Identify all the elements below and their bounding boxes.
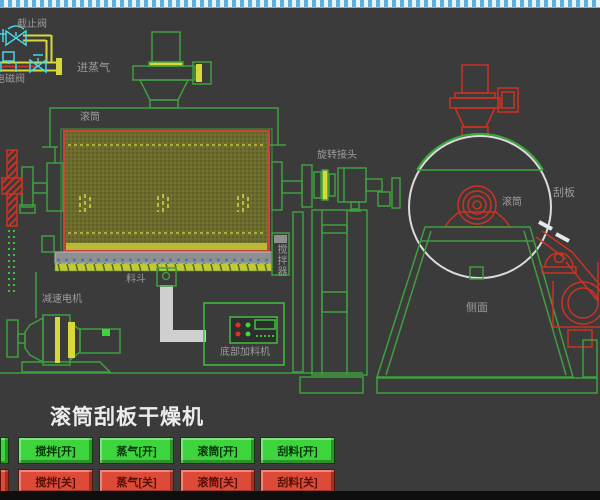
button-steam-off[interactable]: 蒸气[关]	[99, 469, 174, 494]
globe-valve-icon	[29, 54, 47, 74]
steam-pipe	[0, 34, 62, 75]
solenoid-valve-icon	[0, 29, 17, 72]
label-hopper: 料斗	[126, 274, 146, 285]
drive-wheel	[1, 149, 23, 227]
bottom-border	[0, 491, 600, 500]
button-steam-on[interactable]: 蒸气[开]	[99, 437, 174, 464]
label-drum-side: 滚筒	[502, 197, 522, 208]
button-drum-on[interactable]: 滚筒[开]	[180, 437, 255, 464]
side-drum	[408, 132, 552, 279]
label-side-view: 侧面	[466, 302, 488, 314]
drum-front-view	[60, 128, 273, 254]
button-agitator-off[interactable]: 搅拌[关]	[18, 469, 93, 494]
label-scraper-blade: 刮板	[553, 187, 575, 199]
chain-dots	[8, 230, 15, 292]
label-gear-motor: 减速电机	[42, 294, 82, 305]
button-agitator-on[interactable]: 搅拌[开]	[18, 437, 93, 464]
feeder-control-box	[203, 302, 285, 366]
side-base	[376, 339, 598, 394]
hopper-pipe	[156, 267, 206, 342]
label-steam-inlet: 进蒸气	[77, 62, 110, 74]
page-title: 滚筒刮板干燥机	[50, 406, 204, 429]
scraper-blade-marks	[538, 220, 570, 243]
label-agitator: 搅拌器	[275, 244, 286, 277]
label-solenoid-valve: 电磁阀	[0, 74, 25, 85]
button-scrape-on[interactable]: 刮料[开]	[260, 437, 335, 464]
rotary-joint-assembly	[271, 161, 401, 212]
label-drum-front: 滚筒	[80, 112, 100, 123]
label-rotary-joint: 旋转接头	[317, 150, 357, 161]
gear-motor-assembly	[6, 272, 121, 373]
label-bottom-feeder: 底部加料机	[220, 347, 270, 358]
scraper-assembly	[535, 230, 600, 348]
top-feeder	[132, 31, 212, 109]
side-feeder-red	[449, 64, 519, 136]
support-frame	[292, 209, 368, 394]
window-border-stripe	[0, 0, 600, 8]
stop-valve-icon	[5, 25, 27, 47]
label-stop-valve: 截止阀	[17, 19, 47, 30]
button-partial-left-on[interactable]	[0, 437, 9, 464]
button-scrape-off[interactable]: 刮料[关]	[260, 469, 335, 494]
side-stand	[375, 226, 574, 378]
button-drum-off[interactable]: 滚筒[关]	[180, 469, 255, 494]
agitator-box	[271, 232, 290, 276]
left-shaft-assembly	[19, 162, 64, 214]
